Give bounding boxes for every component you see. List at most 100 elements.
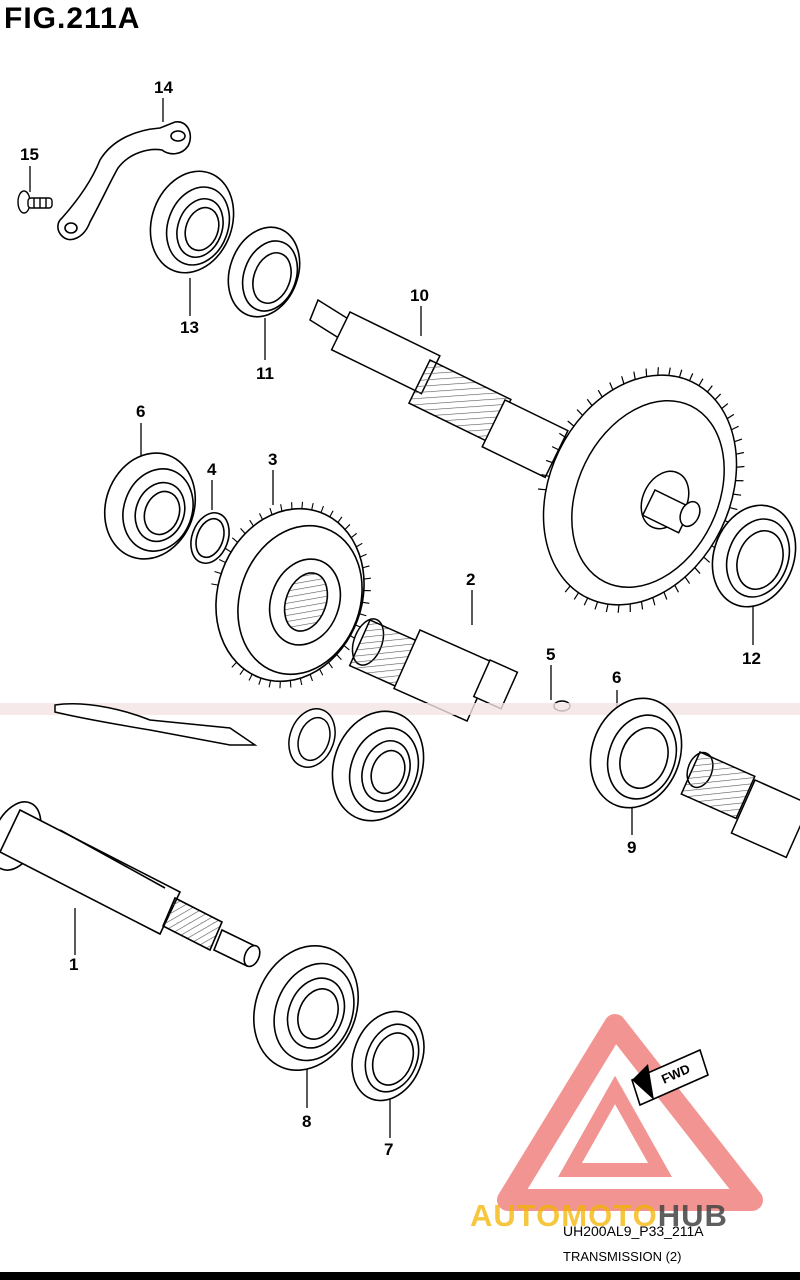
gear-tooth <box>545 459 554 464</box>
gear-tooth <box>674 584 680 593</box>
gear-tooth <box>363 577 371 580</box>
circlip-part-4 <box>190 512 230 564</box>
gear-tooth <box>289 680 292 688</box>
gear-tooth <box>320 505 324 513</box>
bearing-part-12 <box>711 504 797 608</box>
gear-tooth <box>301 501 304 509</box>
gear-tooth <box>594 601 599 610</box>
gear-tooth <box>736 465 745 468</box>
gear-tooth <box>218 559 226 564</box>
gear-tooth <box>224 547 232 553</box>
gear-tooth <box>231 537 238 543</box>
gear-tooth <box>684 576 691 584</box>
gear-tooth <box>731 425 739 431</box>
gear-tooth <box>657 367 659 376</box>
callout-12: 12 <box>742 649 761 668</box>
bearing-part-6-upper <box>103 452 197 560</box>
gear-tooth <box>248 673 253 681</box>
gear-tooth <box>249 519 254 527</box>
gear-tooth <box>337 516 343 523</box>
gear-tooth <box>714 393 722 401</box>
callout-2: 2 <box>466 570 476 589</box>
shaft-part-10 <box>309 298 738 606</box>
gear-tooth <box>311 502 314 511</box>
callout-15: 15 <box>20 145 39 164</box>
callout-8: 8 <box>302 1112 312 1131</box>
partial-gear-lower <box>54 703 258 746</box>
watermark-text-automoto: AUTOMOTO <box>470 1198 658 1233</box>
ring-part-11 <box>227 226 301 318</box>
gear-tooth <box>703 556 711 563</box>
gear-tooth <box>678 369 683 378</box>
gear-tooth <box>269 507 273 515</box>
callout-5: 5 <box>546 645 556 664</box>
gear-tooth <box>240 528 246 534</box>
gear-tooth <box>698 378 704 386</box>
gear-tooth <box>537 488 547 491</box>
gear-tooth <box>694 567 701 574</box>
leader-lines <box>29 98 754 1138</box>
gear-tooth <box>541 473 550 477</box>
gear-tooth <box>359 553 367 558</box>
gear-tooth <box>343 645 350 651</box>
bearing-lower-middle <box>331 710 425 822</box>
gear-tooth <box>355 542 363 548</box>
gear-tooth <box>336 654 342 660</box>
gear-part-2 <box>348 618 519 722</box>
bracket-part-14 <box>57 121 192 241</box>
gear-part-3 <box>215 507 365 683</box>
gear-tooth <box>564 585 571 593</box>
gear-teeth-part-10 <box>537 367 745 613</box>
callout-9: 9 <box>627 838 637 857</box>
gear-tooth <box>309 674 314 682</box>
gear-tooth <box>597 389 603 398</box>
screw-part-15 <box>17 190 53 214</box>
callout-4: 4 <box>207 460 217 479</box>
ring-lower <box>288 708 336 768</box>
gear-tooth <box>559 432 567 439</box>
bearing-part-6-lower <box>589 697 683 809</box>
gear-tooth <box>576 409 584 416</box>
gear-tooth <box>214 570 222 575</box>
figure-title: FIG.211A <box>4 2 141 35</box>
gear-tooth <box>362 601 370 604</box>
gear-tooth <box>726 413 735 420</box>
gear-tooth <box>299 678 303 686</box>
gear-tooth <box>617 604 620 613</box>
gear-tooth <box>706 385 713 393</box>
gear-tooth <box>211 583 219 586</box>
shaft-part-1 <box>0 801 261 968</box>
gear-tooth <box>239 668 245 675</box>
gear-tooth <box>721 403 729 410</box>
gear-tooth <box>609 382 614 391</box>
callout-6-lower: 6 <box>612 668 622 687</box>
watermark-brand: AUTOMOTOHUB <box>470 1198 728 1234</box>
gear-tooth <box>359 613 367 617</box>
watermark-text-hub: HUB <box>657 1198 728 1233</box>
callout-14: 14 <box>154 78 173 97</box>
gear-tooth <box>735 451 745 455</box>
callout-11: 11 <box>256 364 274 383</box>
callout-3: 3 <box>268 450 278 469</box>
gear-tooth <box>633 371 636 380</box>
gear-tooth <box>259 513 264 520</box>
gear-tooth <box>268 680 272 688</box>
gear-teeth-part-3 <box>211 501 371 689</box>
gear-tooth <box>688 373 694 381</box>
gear-tooth <box>329 510 334 518</box>
gear-tooth <box>668 367 671 376</box>
callout-7: 7 <box>384 1140 394 1159</box>
gear-tooth <box>729 506 738 511</box>
fwd-arrow-icon <box>631 1048 709 1107</box>
gear-tooth <box>551 446 560 451</box>
gear-tooth <box>350 532 358 539</box>
pinion-part-9 <box>680 751 800 859</box>
gear-tooth <box>605 604 609 613</box>
gear-tooth <box>258 677 262 685</box>
diagram-code: UH200AL9_P33_211A <box>563 1223 704 1239</box>
bearing-part-8 <box>253 944 359 1072</box>
callout-13: 13 <box>180 318 199 337</box>
bottom-bar <box>0 1272 800 1280</box>
